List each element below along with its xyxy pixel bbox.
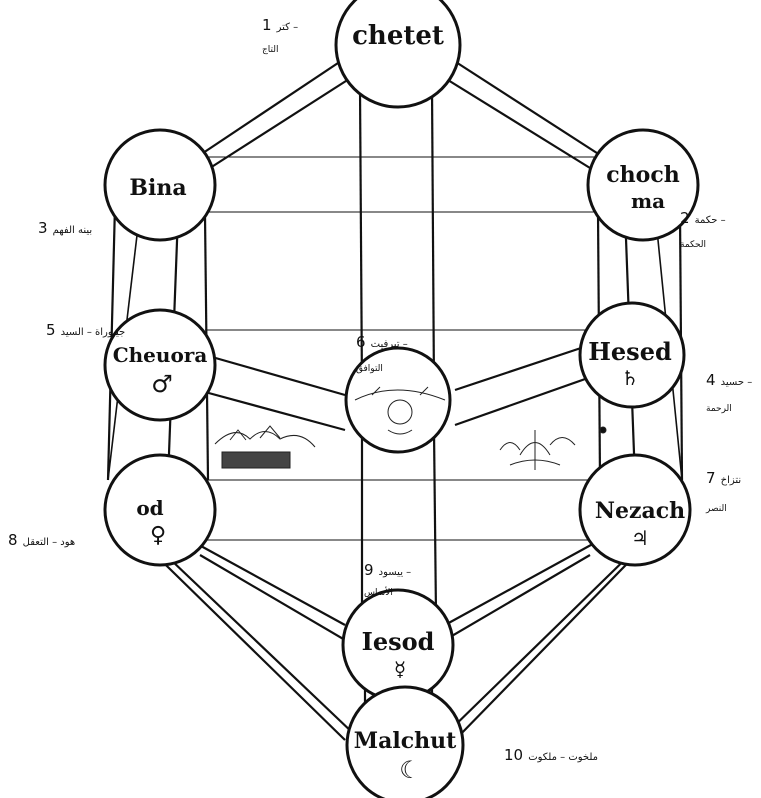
label-yesod: Iesod — [362, 627, 435, 656]
annotation-hod: 8 هود – التعقل — [8, 531, 76, 549]
annotation-hesed: 4 حسيد – الرحمة — [706, 371, 753, 414]
annotation-nezach: 7 نتزاخ النصر — [706, 469, 742, 514]
symbol-yesod: ☿ — [394, 657, 406, 681]
label-hesed: Hesed — [588, 337, 672, 366]
annotation-chochma: 2 حكمة – الحكمة — [680, 209, 726, 250]
right-decoration — [499, 426, 607, 470]
label-chochma-1: choch — [606, 162, 679, 188]
left-decoration — [214, 425, 316, 469]
symbol-gevura: ♂ — [151, 370, 173, 398]
node-malchut — [345, 685, 465, 798]
annotation-yesod: 9 ييسود – الأساس — [364, 561, 412, 598]
path-hod-yesod — [189, 539, 346, 626]
tiferet-artwork — [354, 386, 446, 435]
node-keter — [334, 0, 462, 109]
symbol-malchut: ☾ — [399, 756, 421, 784]
label-malchut: Malchut — [354, 728, 457, 754]
label-bina: Bina — [129, 175, 186, 201]
node-bina — [103, 128, 217, 242]
label-chochma-2: ma — [631, 189, 665, 213]
label-keter: chetet — [352, 21, 444, 51]
annotation-bina: 3 بينه الفهم — [38, 219, 93, 237]
path-hesed-tiferet — [454, 343, 591, 392]
nodes — [103, 0, 700, 798]
symbol-nezach: ♃ — [631, 526, 649, 550]
node-gevura — [103, 308, 217, 422]
path-keter-bina — [199, 54, 351, 156]
path-gevura-tiferet — [204, 353, 346, 397]
annotation-tiferet: 6 تيرفيت – التوافق — [356, 333, 408, 374]
label-nezach: Nezach — [595, 498, 685, 524]
annotation-gevura: 5 جيبوراة – السيد — [46, 321, 126, 339]
symbol-hod: ♀ — [150, 523, 166, 548]
path-keter-chochma — [444, 54, 601, 156]
node-hod — [103, 453, 217, 567]
label-gevura: Cheuora — [113, 343, 208, 367]
path-keter-tiferet — [358, 87, 364, 391]
node-chochma — [586, 128, 700, 242]
symbol-hesed: ♄ — [621, 366, 639, 390]
annotation-keter: 1 كتر – التاج — [262, 16, 299, 55]
node-nezach — [578, 453, 692, 567]
node-hesed — [578, 301, 686, 409]
path-nezach-yesod — [444, 539, 601, 626]
label-hod: od — [136, 496, 163, 520]
annotation-malchut: 10 ملخوت – ملكوت — [504, 746, 599, 764]
